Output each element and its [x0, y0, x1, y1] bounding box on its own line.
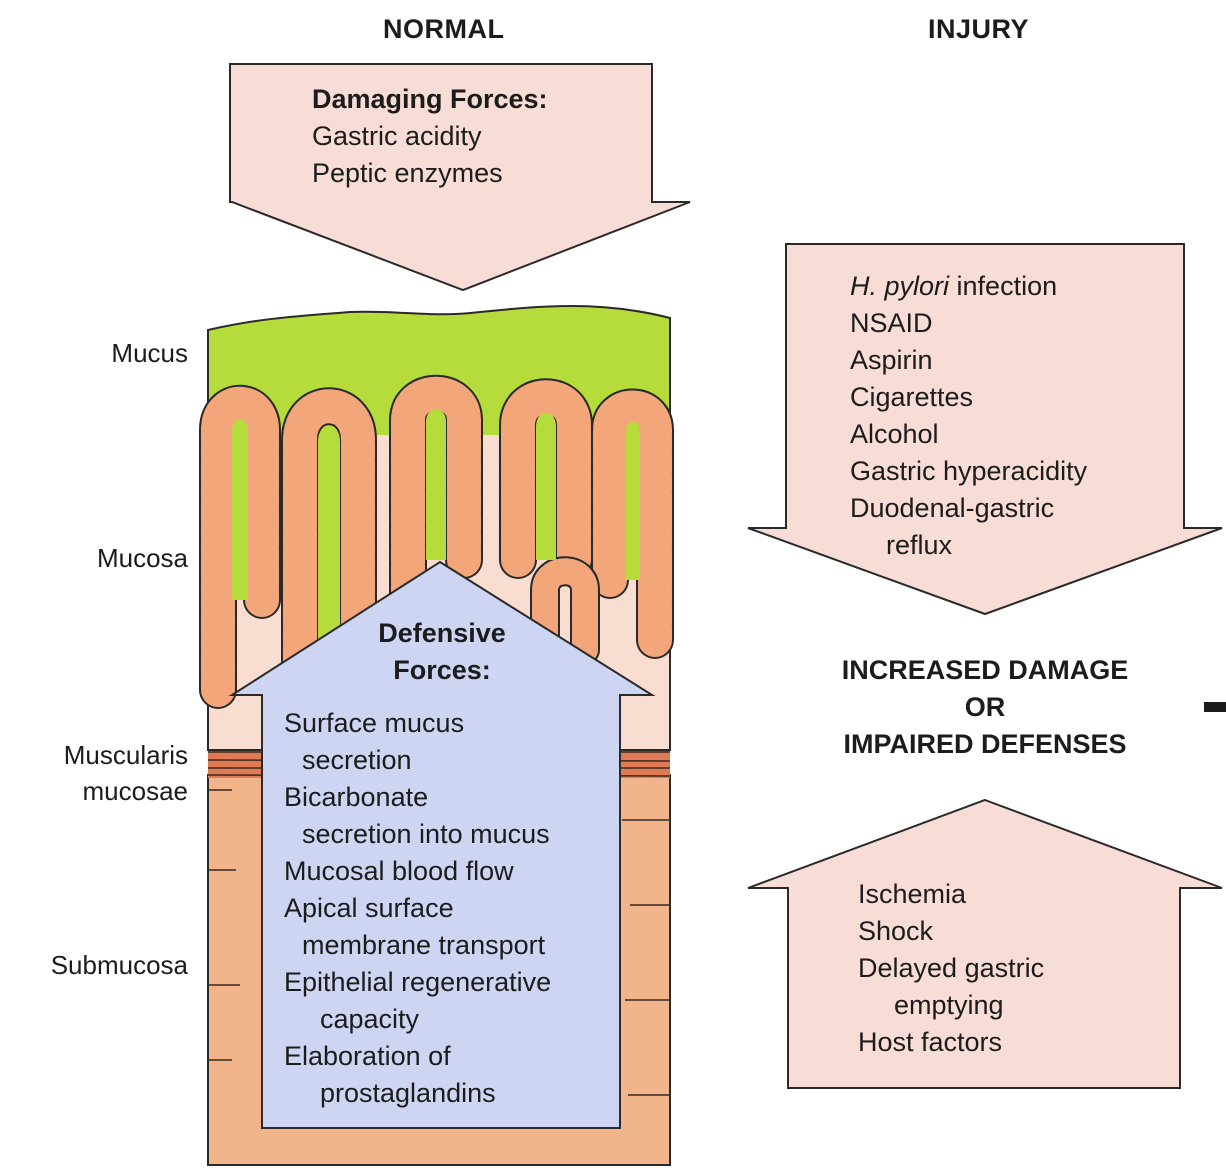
defensive-line: Mucosal blood flow — [284, 853, 551, 890]
impaired-line: Ischemia — [858, 876, 1044, 913]
injury-line: Aspirin — [850, 342, 1087, 379]
damaging-item: Peptic enzymes — [312, 160, 548, 197]
normal-heading: NORMAL — [383, 16, 504, 43]
injury-causes-list: H. pylori infection NSAID Aspirin Cigare… — [850, 268, 1087, 564]
hpylori-rest: infection — [949, 271, 1057, 301]
injury-line-hpylori: H. pylori infection — [850, 268, 1087, 305]
defensive-line: Epithelial regenerative — [284, 964, 551, 1001]
defensive-forces-title: Defensive Forces: — [342, 620, 542, 694]
outcome-line3: IMPAIRED DEFENSES — [790, 726, 1180, 763]
damaging-item: Gastric acidity — [312, 123, 548, 160]
defensive-title-line2: Forces: — [342, 657, 542, 694]
defensive-title-line1: Defensive — [342, 620, 542, 657]
defensive-line: membrane transport — [284, 927, 551, 964]
defensive-line: Elaboration of — [284, 1038, 551, 1075]
injury-heading: INJURY — [928, 16, 1029, 43]
impaired-line: Host factors — [858, 1024, 1044, 1061]
impaired-line: emptying — [858, 987, 1044, 1024]
damaging-forces-title: Damaging Forces: — [312, 86, 548, 123]
injury-line: Gastric hyperacidity — [850, 453, 1087, 490]
damaging-forces-text: Damaging Forces: Gastric acidity Peptic … — [312, 86, 548, 197]
defensive-line: secretion into mucus — [284, 816, 551, 853]
defensive-line: prostaglandins — [284, 1075, 551, 1112]
edge-mark — [1204, 702, 1226, 712]
layer-label-mucus: Mucus — [111, 340, 188, 366]
injury-line: Duodenal-gastric — [850, 490, 1087, 527]
defensive-line: Surface mucus — [284, 705, 551, 742]
layer-label-mucosa: Mucosa — [97, 545, 188, 571]
impaired-line: Shock — [858, 913, 1044, 950]
injury-line: NSAID — [850, 305, 1087, 342]
defensive-forces-list: Surface mucus secretion Bicarbonate secr… — [284, 705, 551, 1112]
outcome-line2: OR — [790, 689, 1180, 726]
impaired-line: Delayed gastric — [858, 950, 1044, 987]
injury-line: Alcohol — [850, 416, 1087, 453]
hpylori-italic: H. pylori — [850, 271, 949, 301]
outcome-text: INCREASED DAMAGE OR IMPAIRED DEFENSES — [790, 652, 1180, 763]
layer-label-muscularis: Muscularis — [64, 742, 188, 768]
impaired-defenses-list: Ischemia Shock Delayed gastric emptying … — [858, 876, 1044, 1061]
layer-label-mucosae: mucosae — [83, 778, 189, 804]
injury-line: reflux — [850, 527, 1087, 564]
defensive-line: Bicarbonate — [284, 779, 551, 816]
layer-label-submucosa: Submucosa — [51, 952, 188, 978]
defensive-line: capacity — [284, 1001, 551, 1038]
injury-line: Cigarettes — [850, 379, 1087, 416]
defensive-line: Apical surface — [284, 890, 551, 927]
defensive-line: secretion — [284, 742, 551, 779]
outcome-line1: INCREASED DAMAGE — [790, 652, 1180, 689]
